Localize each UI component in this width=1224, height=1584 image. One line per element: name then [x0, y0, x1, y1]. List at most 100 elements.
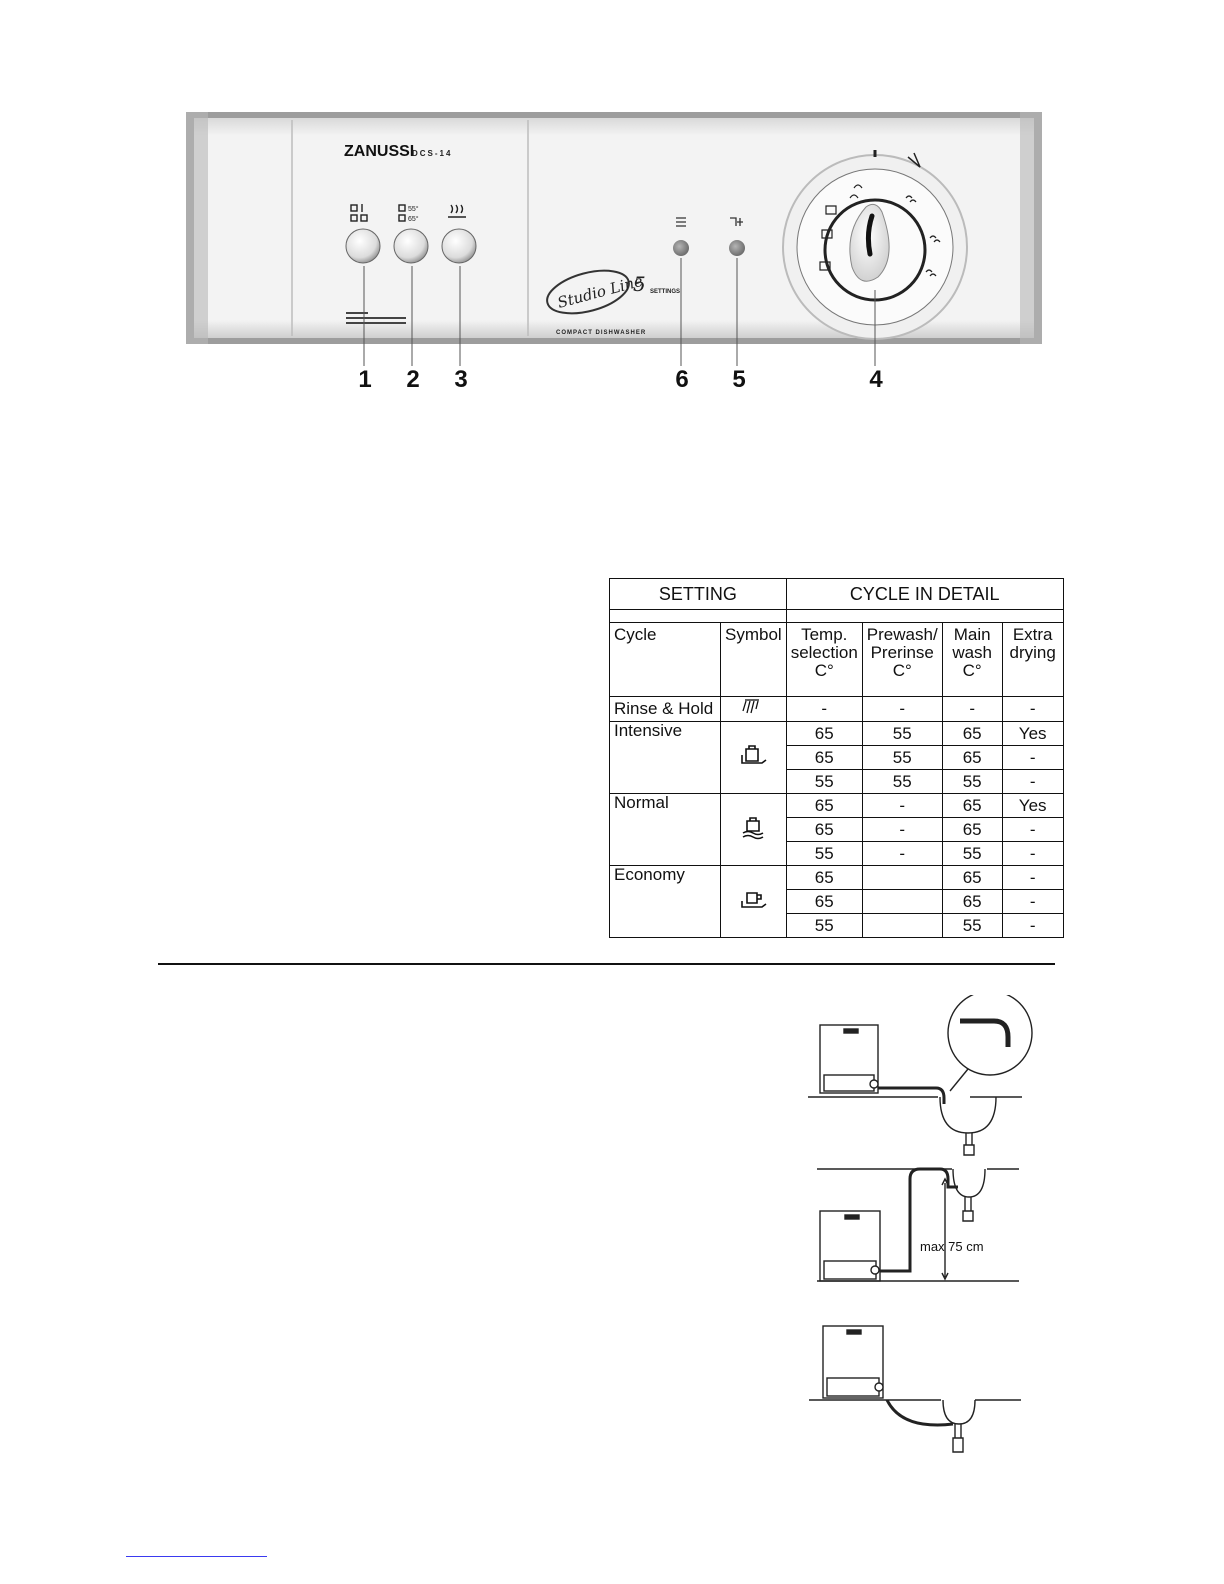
rinse-aid-indicator-light	[729, 240, 745, 256]
cell-temp: -	[785, 696, 863, 722]
extra-drying-button[interactable]	[441, 228, 477, 264]
table-row: 55 55 55 -	[610, 769, 1064, 794]
cell-prewash: 55	[861, 721, 943, 746]
drain-illustration-wall: max 75 cm	[817, 1167, 1019, 1282]
header-setting: SETTING	[609, 578, 787, 610]
header-cycle-detail: CYCLE IN DETAIL	[785, 578, 1064, 610]
col-header-symbol: Symbol	[720, 622, 787, 697]
model-number: DCS-14	[412, 149, 452, 158]
cell-temp: 55	[785, 913, 863, 938]
cell-prewash	[861, 865, 943, 890]
max-height-label: max 75 cm	[920, 1239, 984, 1254]
callout-2: 2	[406, 366, 420, 393]
cell-main-wash: 65	[941, 889, 1003, 914]
cell-prewash: 55	[861, 769, 943, 794]
dial-program-icons	[819, 184, 941, 277]
cell-main-wash: 55	[941, 769, 1003, 794]
cycle-name: Intensive	[609, 721, 721, 794]
cell-extra-drying: -	[1001, 769, 1064, 794]
table-row: Intensive 65 55 65 Yes	[609, 721, 1064, 794]
rinse-aid-indicator-icon	[730, 217, 743, 226]
cycle-name: Economy	[609, 865, 721, 938]
cell-extra-drying: -	[1001, 889, 1064, 914]
temperature-button[interactable]	[393, 228, 429, 264]
cell-temp: 65	[785, 865, 863, 890]
cell-temp: 55	[785, 769, 863, 794]
col-header-cycle: Cycle	[609, 622, 721, 697]
callout-1: 1	[358, 366, 372, 393]
cell-main-wash: 65	[941, 865, 1003, 890]
normal-icon	[720, 793, 787, 866]
cell-temp: 55	[785, 841, 863, 866]
callout-6: 6	[675, 366, 689, 393]
program-dial[interactable]	[782, 150, 968, 340]
cell-extra-drying: -	[1001, 913, 1064, 938]
cycle-name: Rinse & Hold	[609, 696, 721, 722]
cell-temp: 65	[785, 745, 863, 770]
cell-main-wash: 65	[941, 793, 1003, 818]
fine-print	[346, 312, 406, 324]
cell-extra-drying: -	[1001, 817, 1064, 842]
temperature-select-icon: 55° 65°	[398, 204, 419, 223]
cell-extra-drying: -	[1001, 841, 1064, 866]
salt-indicator-light	[673, 240, 689, 256]
half-load-icon	[350, 204, 368, 222]
svg-text:65°: 65°	[408, 215, 419, 223]
svg-text:5: 5	[633, 272, 646, 296]
drain-illustration-under-sink	[809, 1325, 1021, 1453]
dial-direction-arrow	[907, 152, 921, 168]
cell-extra-drying: -	[1001, 745, 1064, 770]
table-row: Rinse & Hold - - - -	[609, 696, 1064, 722]
cell-prewash: 55	[861, 745, 943, 770]
cell-prewash	[861, 913, 943, 938]
cell-prewash: -	[861, 817, 943, 842]
table-row: Economy 65 65 -	[609, 865, 1064, 938]
dial-pointer	[865, 213, 875, 257]
svg-text:SETTINGS: SETTINGS	[650, 289, 680, 295]
cell-prewash: -	[861, 793, 943, 818]
table-row: 55 - 55 -	[610, 841, 1064, 866]
rinse-hold-icon	[720, 696, 787, 722]
salt-indicator-icon	[676, 217, 686, 227]
cell-main-wash: 65	[941, 745, 1003, 770]
callout-5: 5	[732, 366, 746, 393]
table-row: 65 55 65 -	[610, 745, 1064, 770]
programme-table: SETTING CYCLE IN DETAIL Cycle Symbol Tem…	[609, 578, 1064, 938]
extra-drying-icon	[448, 204, 466, 218]
cell-main-wash: 65	[941, 817, 1003, 842]
cell-temp: 65	[785, 721, 863, 746]
section-divider	[158, 963, 1055, 965]
cell-extra-drying: -	[1001, 696, 1064, 722]
drain-illustration-sink	[808, 995, 1033, 1156]
cell-temp: 65	[785, 817, 863, 842]
svg-text:55°: 55°	[408, 205, 419, 213]
callout-3: 3	[454, 366, 468, 393]
intensive-icon	[720, 721, 787, 794]
cell-main-wash: 55	[941, 913, 1003, 938]
brand-logo: ZANUSSI	[344, 143, 414, 160]
cell-main-wash: 55	[941, 841, 1003, 866]
cell-prewash	[861, 889, 943, 914]
panel-subtitle: COMPACT DISHWASHER	[556, 330, 646, 336]
half-load-button[interactable]	[345, 228, 381, 264]
cell-temp: 65	[785, 793, 863, 818]
cell-temp: 65	[785, 889, 863, 914]
cell-main-wash: -	[941, 696, 1003, 722]
cycle-name: Normal	[609, 793, 721, 866]
cell-main-wash: 65	[941, 721, 1003, 746]
cell-extra-drying: Yes	[1001, 793, 1064, 818]
cell-extra-drying: -	[1001, 865, 1064, 890]
footnote-line	[126, 1556, 267, 1557]
table-row: Normal 65 - 65 Yes	[609, 793, 1064, 866]
cell-extra-drying: Yes	[1001, 721, 1064, 746]
callout-4: 4	[869, 366, 883, 393]
control-panel: ZANUSSI DCS-14 55° 65° Studio Line 5 SET…	[186, 112, 1042, 344]
cell-prewash: -	[861, 696, 943, 722]
callout-leaders	[363, 258, 876, 366]
cell-prewash: -	[861, 841, 943, 866]
economy-icon	[720, 865, 787, 938]
